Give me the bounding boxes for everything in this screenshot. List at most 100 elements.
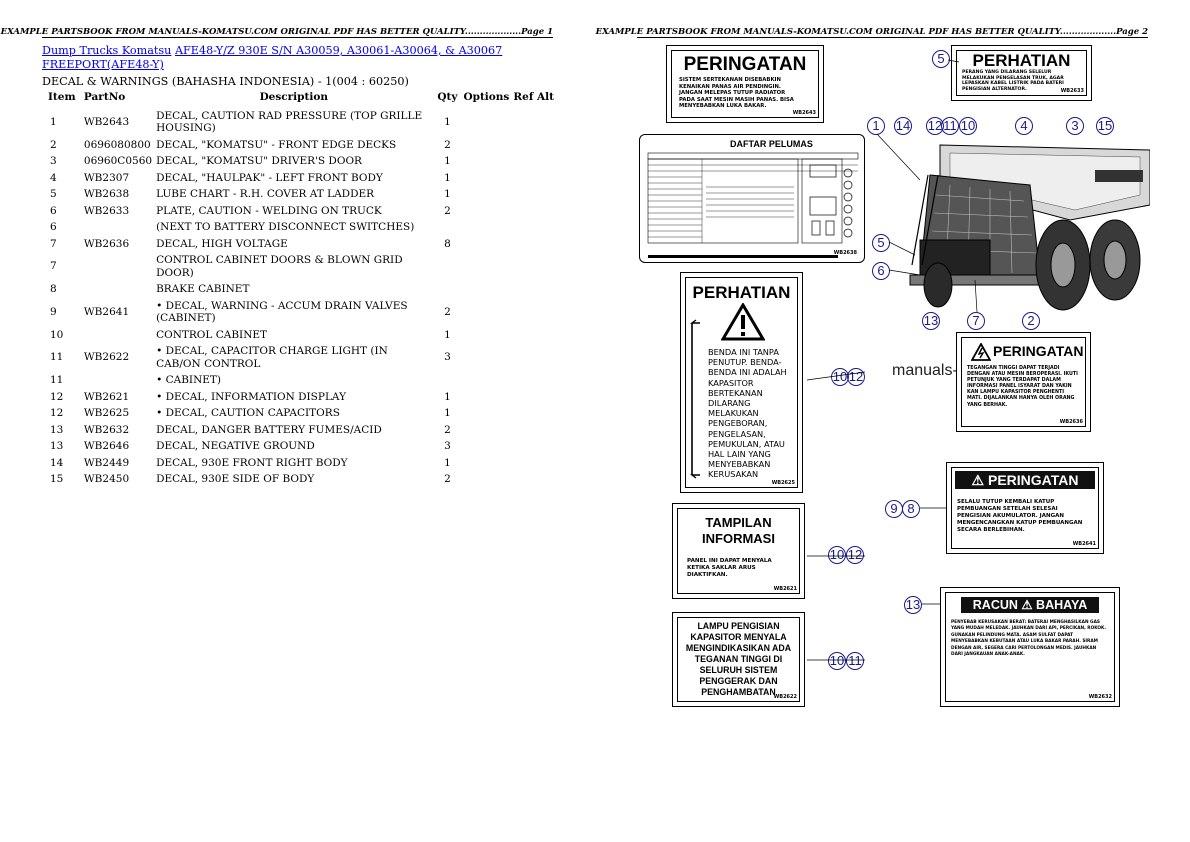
cell-ref-alt [511,236,556,253]
breadcrumb-link-category[interactable]: Dump Trucks Komatsu [42,44,172,57]
decal-title-bar: RACUN ⚠ BAHAYA [961,597,1099,613]
cell-description: (NEXT TO BATTERY DISCONNECT SWITCHES) [156,221,415,233]
section-title: DECAL & WARNINGS (BAHASHA INDONESIA) - 1… [42,75,409,88]
decal-code: WB2621 [773,586,797,592]
callout-balloon: 10 [828,652,846,670]
cell-description: BRAKE CABINET [156,283,250,295]
cell-item: 12 [50,390,64,403]
cell-partno [82,252,154,281]
arrow-bracket-icon [689,319,700,479]
cell-ref-alt [511,405,556,422]
cell-qty: 1 [444,155,451,167]
cell-qty: 8 [444,237,451,250]
breadcrumb-link-model[interactable]: AFE48-Y/Z 930E S/N A30059, A30061-A30064… [42,44,503,71]
cell-ref-alt [511,327,556,344]
callout-balloon: 6 [872,262,890,280]
cell-item: 7 [50,260,57,273]
cell-ref-alt [511,455,556,472]
col-ref-alt: Ref Alt [513,91,554,103]
cell-item: 8 [50,283,57,295]
cell-qty [434,281,462,298]
cell-description: DECAL, CAUTION RAD PRESSURE (TOP GRILLE … [156,109,423,135]
cell-description: • CABINET) [156,374,222,386]
cell-options [461,405,511,422]
callout-balloon: 2 [1022,312,1040,330]
cell-qty: 1 [444,390,451,403]
decal-wb2638-lube-chart: DAFTAR PELUMAS [639,134,865,263]
cell-options [461,281,511,298]
callout-balloon: 8 [902,500,920,518]
page-2: EXAMPLE PARTSBOOK FROM MANUALS-KOMATSU.C… [595,0,1190,842]
cell-partno: WB2638 [83,188,130,200]
cell-qty: 1 [444,171,451,184]
cell-item: 5 [50,188,57,200]
decal-wb2625: PERHATIAN BENDA INI TANPA PENUTUP. BENDA… [680,272,803,493]
warning-triangle-icon [721,303,765,341]
cell-qty [434,372,462,389]
cell-options [461,219,511,236]
decal-wb2633: PERHATIAN PERANG YANG DILARANG SELELUR M… [951,45,1092,101]
cell-item: 11 [50,351,64,364]
cell-partno: WB2646 [83,440,130,452]
cell-options [461,108,511,137]
cell-partno: WB2307 [83,171,130,184]
cell-item: 7 [50,237,57,250]
cell-partno: WB2621 [83,390,130,403]
cell-ref-alt [511,438,556,455]
cell-item: 6 [50,221,57,233]
callout-balloon: 7 [967,312,985,330]
cell-partno [82,372,154,389]
breadcrumb: Dump Trucks Komatsu AFE48-Y/Z 930E S/N A… [42,44,556,72]
cell-qty: 2 [444,138,451,151]
cell-qty: 3 [444,351,451,364]
cell-description: CONTROL CABINET DOORS & BLOWN GRID DOOR) [156,254,403,279]
decal-text: PERANG YANG DILARANG SELELUR MELAKUKAN P… [962,70,1064,92]
lube-chart-diagram [647,152,859,258]
decal-title: PERINGATAN [993,343,1084,359]
decal-title: TAMPILAN INFORMASI [702,515,775,546]
cell-options [461,438,511,455]
cell-item: 6 [50,204,57,217]
cell-partno: WB2622 [83,351,130,364]
cell-ref-alt [511,203,556,220]
cell-options [461,471,511,488]
cell-ref-alt [511,153,556,170]
decal-title: PERINGATAN [683,54,807,75]
decal-code: WB2625 [771,480,795,486]
callout-balloon: 13 [922,312,940,330]
cell-ref-alt [511,471,556,488]
callout-balloon: 12 [846,546,864,564]
cell-partno [82,281,154,298]
cell-description: • DECAL, CAUTION CAPACITORS [156,407,340,419]
callout-balloon: 10 [828,546,846,564]
cell-partno: WB2625 [83,407,130,419]
cell-description: DECAL, 930E SIDE OF BODY [156,473,315,485]
decal-code: WB2622 [773,694,797,700]
cell-item: 15 [50,473,64,485]
cell-options [461,170,511,187]
callout-balloon: 11 [941,117,959,135]
callout-balloon: 13 [904,596,922,614]
header-rule [42,37,553,38]
cell-item: 14 [50,456,64,469]
cell-item: 10 [50,328,64,341]
cell-ref-alt [511,252,556,281]
callout-balloon: 1 [867,117,885,135]
callout-balloon: 5 [932,50,950,68]
table-row: 11• CABINET) [42,372,556,389]
cell-ref-alt [511,343,556,372]
cell-qty: 1 [444,188,451,200]
cell-qty: 1 [444,456,451,469]
cell-partno: WB2643 [83,115,130,128]
cell-item: 1 [50,115,57,128]
decal-wb2622: LAMPU PENGISIAN KAPASITOR MENYALA MENGIN… [672,612,805,707]
decal-text: PANEL INI DAPAT MENYALA KETIKA SAKLAR AR… [687,558,772,578]
decal-text: PENYEBAB KERUSAKAN BERAT: BATERAI MENGHA… [951,620,1106,658]
